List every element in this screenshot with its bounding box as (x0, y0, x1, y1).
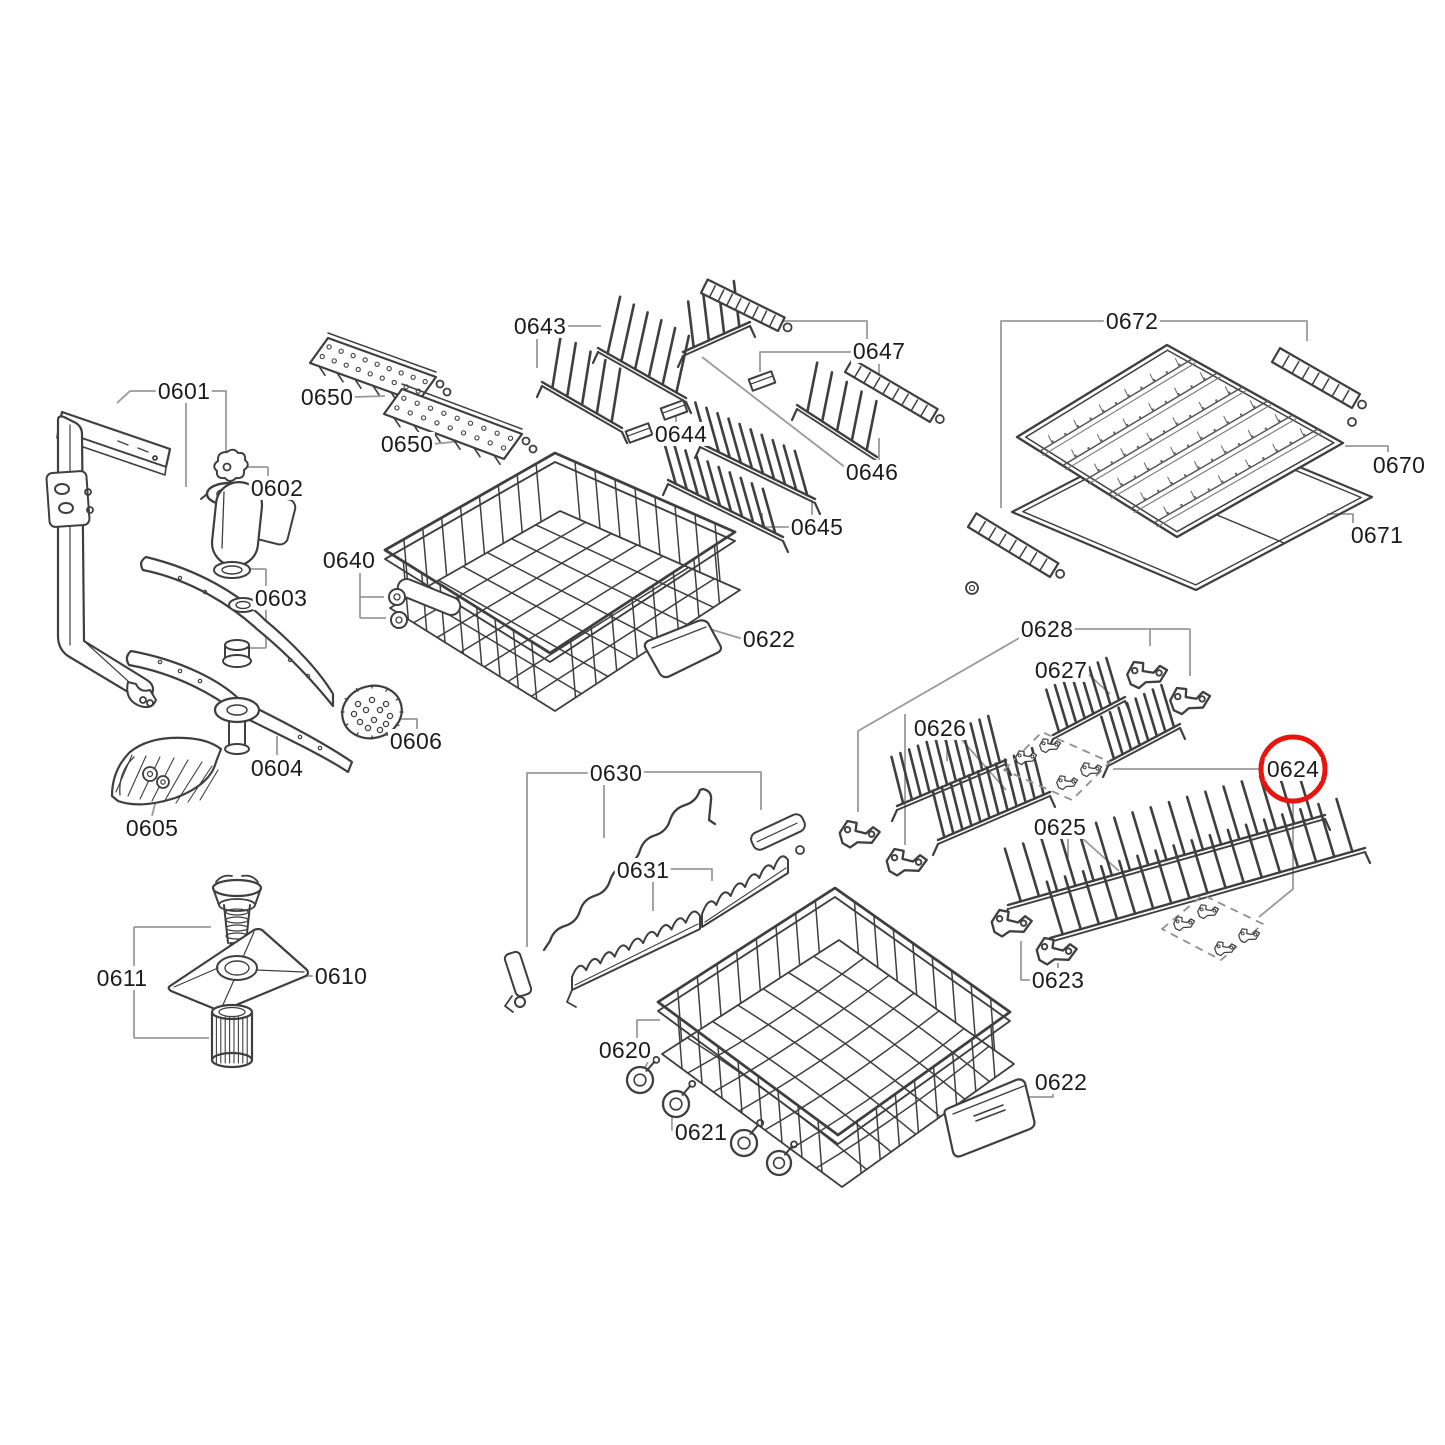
part-art-0611 (211, 874, 263, 963)
part-label-0610: 0610 (312, 962, 370, 989)
part-art-0630 (503, 787, 806, 1013)
part-label-0606: 0606 (387, 727, 445, 754)
part-art-0620-basket (625, 886, 1015, 1188)
part-art-0604 (125, 649, 354, 774)
part-label-0601: 0601 (155, 377, 213, 404)
part-label-0621: 0621 (672, 1118, 730, 1145)
part-label-0623: 0623 (1029, 966, 1087, 993)
part-art-0605 (110, 736, 223, 806)
part-art-0647 (699, 278, 945, 424)
part-label-0647: 0647 (850, 337, 908, 364)
part-art-0645 (661, 401, 822, 554)
part-art-0640 (383, 451, 741, 712)
part-art-0624-clipset-a (1003, 731, 1111, 801)
part-label-0628: 0628 (1018, 615, 1076, 642)
part-art-0601 (45, 410, 172, 709)
part-art-0672-clamps (965, 347, 1367, 595)
part-label-0622-upper: 0622 (740, 625, 798, 652)
part-label-0626: 0626 (911, 714, 969, 741)
part-art-0603 (139, 481, 335, 708)
part-label-0644: 0644 (652, 420, 710, 447)
part-label-0630: 0630 (587, 759, 645, 786)
part-art-0650a (308, 332, 452, 409)
part-art-0623 (990, 908, 1078, 966)
part-label-0640: 0640 (320, 546, 378, 573)
part-label-0650b: 0650 (378, 430, 436, 457)
part-label-0671: 0671 (1348, 521, 1406, 548)
part-art-0631 (566, 855, 789, 1008)
part-art-0624-clipset-b (1161, 894, 1264, 961)
part-art-0650b (382, 383, 538, 466)
part-label-0625: 0625 (1031, 813, 1089, 840)
part-art-0644 (624, 399, 689, 444)
part-art-0622-upper (643, 619, 723, 679)
part-art-0643 (535, 295, 693, 445)
part-label-0611: 0611 (94, 964, 150, 991)
part-art-0610 (167, 927, 310, 1012)
part-art-0628 (838, 660, 1212, 877)
part-art-0626 (890, 714, 1057, 857)
part-label-0672: 0672 (1103, 307, 1161, 334)
part-label-0603: 0603 (252, 584, 310, 611)
part-label-0643: 0643 (511, 312, 569, 339)
part-label-0670: 0670 (1370, 451, 1428, 478)
highlight-circle-0624 (1258, 734, 1328, 804)
part-art-0670 (1015, 343, 1345, 539)
part-label-0631: 0631 (614, 856, 672, 883)
part-label-0627: 0627 (1032, 656, 1090, 683)
part-art-0622-lower (943, 1078, 1036, 1158)
part-art-0606 (340, 684, 404, 740)
part-label-0650a: 0650 (298, 383, 356, 410)
part-label-0646: 0646 (843, 458, 901, 485)
part-label-0620: 0620 (596, 1036, 654, 1063)
part-label-0622-lower: 0622 (1032, 1068, 1090, 1095)
part-art-0611-cylinder (210, 1003, 254, 1069)
part-label-0645: 0645 (788, 513, 846, 540)
part-label-0605: 0605 (123, 814, 181, 841)
part-label-0602: 0602 (248, 474, 306, 501)
part-label-0624-highlighted: 0624 (1264, 755, 1322, 782)
part-label-0604: 0604 (248, 754, 306, 781)
part-art-0646 (676, 279, 884, 474)
part-art-0627 (1045, 656, 1187, 779)
